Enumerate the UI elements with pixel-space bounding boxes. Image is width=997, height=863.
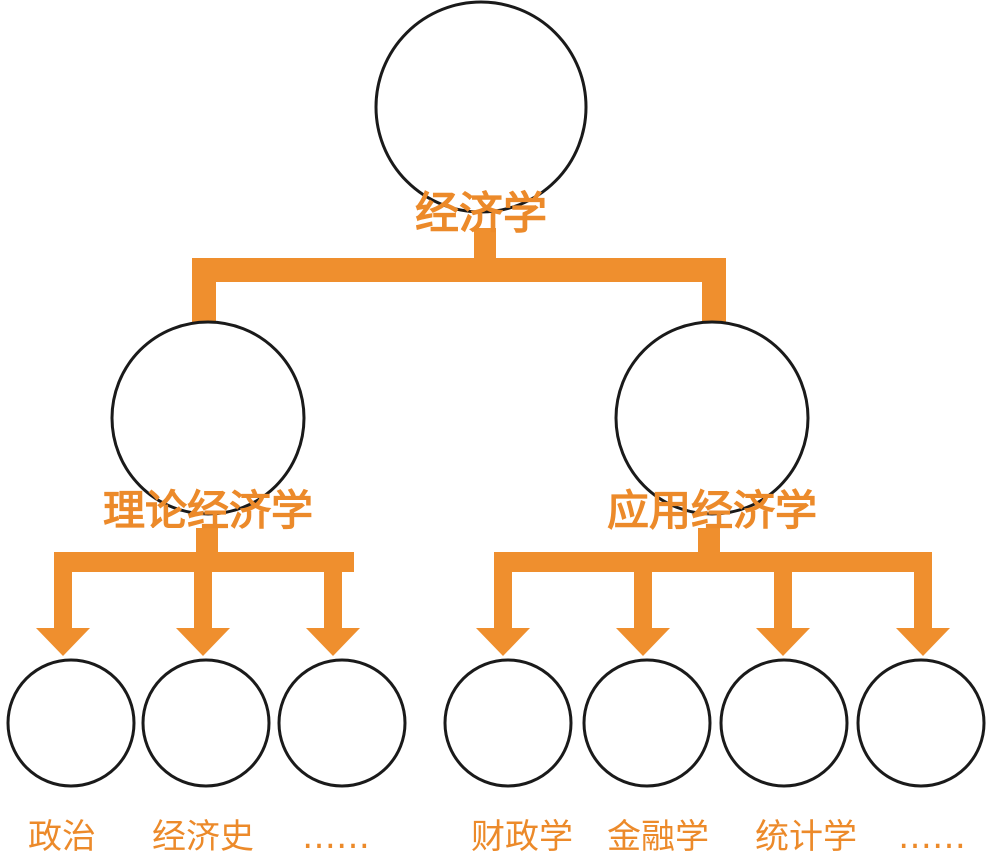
branch-left-avatar-icon-frame [110,320,306,516]
left-arrow-1-shaft [194,565,212,630]
leaf-label-public-finance: 财政学 [471,817,573,857]
root-crossbar [192,258,726,282]
leaf-avatar-icon-0-frame [6,658,136,788]
right-arrow-1-shaft [634,565,652,630]
branch-left-avatar-icon [110,320,306,516]
left-arrow-0-shaft [54,565,72,630]
left-stem [196,528,218,558]
right-stem [698,528,720,558]
right-arrow-1-head [616,628,670,656]
leaf-label-finance: 金融学 [607,817,709,857]
left-arrow-0-head [36,628,90,656]
leaf-avatar-icon-5-frame [719,658,849,788]
root-avatar-icon [374,0,588,214]
root-avatar-icon-frame [374,0,588,214]
connector-lines [36,228,950,656]
right-arrow-3-head [896,628,950,656]
branch-right-avatar-icon [614,320,810,516]
leaf-label-economic-history: 经济史 [152,817,254,857]
leaf-label-theoretical-more: …… [302,817,370,857]
leaf-avatar-icon-4-frame [582,658,712,788]
right-crossbar [494,552,932,572]
leaf-avatar-icon-6-frame [856,658,986,788]
left-arrow-2-head [306,628,360,656]
right-arrow-2-shaft [774,565,792,630]
right-arrow-3-shaft [914,565,932,630]
leaf-avatar-icon-6 [856,658,986,788]
leaf-avatar-icon-5 [719,658,849,788]
leaf-avatar-icon-1 [141,658,271,788]
root-label: 经济学 [415,188,547,239]
left-arrow-1-head [176,628,230,656]
branch-label-theoretical: 理论经济学 [102,486,313,535]
right-arrow-2-head [756,628,810,656]
leaf-label-statistics: 统计学 [755,817,857,857]
leaf-avatar-icon-2-frame [277,658,407,788]
leaf-avatar-icon-3-frame [443,658,573,788]
leaf-avatar-icon-3 [443,658,573,788]
branch-right-avatar-icon-frame [614,320,810,516]
leaf-label-politics: 政治 [28,817,96,857]
diagram-nodes [6,0,986,788]
right-arrow-0-shaft [494,565,512,630]
leaf-avatar-icon-0 [6,658,136,788]
left-crossbar [54,552,354,572]
branch-label-applied: 应用经济学 [606,486,817,535]
leaf-label-applied-more: …… [898,817,966,857]
leaf-avatar-icon-2 [277,658,407,788]
right-arrow-0-head [476,628,530,656]
leaf-avatar-icon-4 [582,658,712,788]
leaf-avatar-icon-1-frame [141,658,271,788]
left-arrow-2-shaft [324,565,342,630]
